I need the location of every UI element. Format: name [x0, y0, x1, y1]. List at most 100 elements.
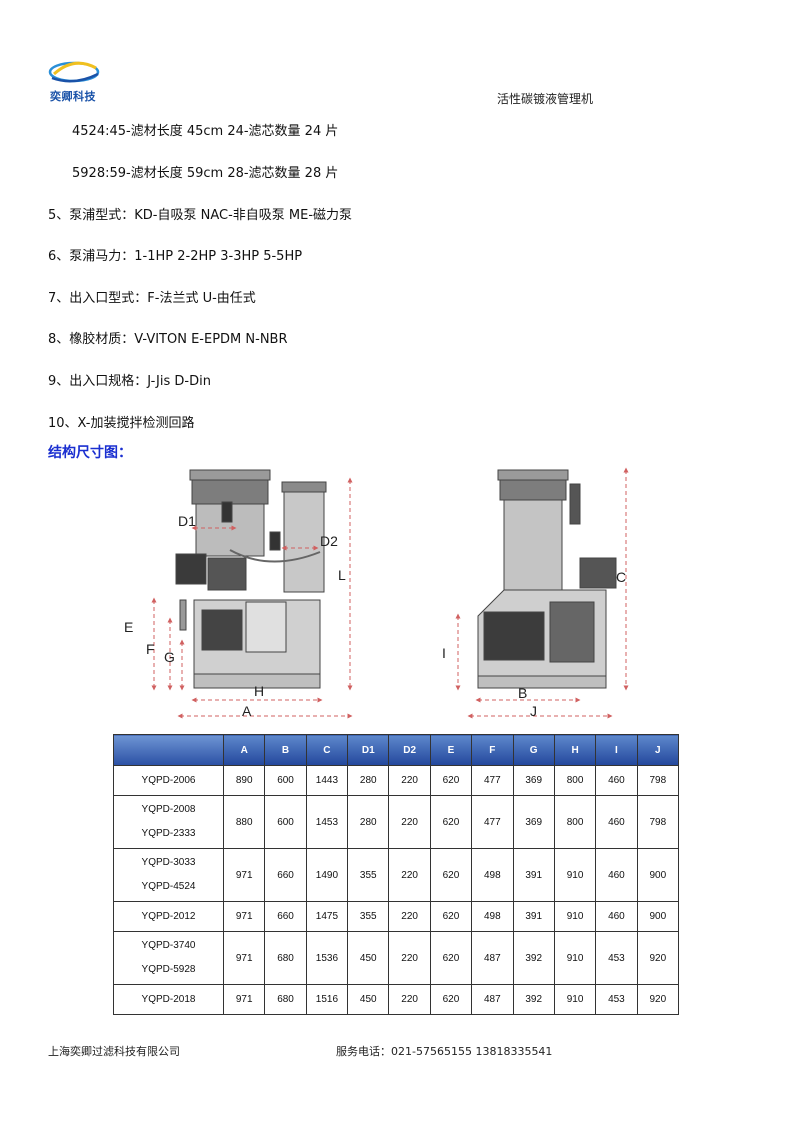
column-header-b: B	[264, 734, 307, 766]
column-header-a: A	[222, 734, 266, 766]
model-cell: YQPD-2012	[113, 901, 224, 932]
model-name: YQPD-2008	[141, 804, 196, 815]
value-cell-i: 453	[595, 984, 638, 1015]
value-cell-d1: 450	[347, 984, 390, 1015]
value-cell-e: 620	[429, 848, 473, 902]
value-cell-d1: 450	[347, 931, 390, 985]
value-cell-b: 600	[264, 795, 307, 849]
value-cell-a: 971	[222, 848, 266, 902]
value-cell-d2: 220	[388, 901, 431, 932]
value-cell-d2: 220	[388, 848, 431, 902]
dim-label-b: B	[518, 685, 527, 701]
value-cell-f: 487	[471, 931, 514, 985]
value-cell-b: 680	[264, 931, 307, 985]
value-cell-f: 487	[471, 984, 514, 1015]
value-cell-e: 620	[429, 901, 473, 932]
value-cell-h: 910	[553, 984, 597, 1015]
value-cell-e: 620	[429, 795, 473, 849]
value-cell-d1: 355	[347, 901, 390, 932]
value-cell-j: 900	[636, 848, 680, 902]
model-name: YQPD-4524	[141, 881, 196, 892]
body-line: 4524:45-滤材长度 45cm 24-滤芯数量 24 片	[72, 124, 339, 139]
footer-company: 上海奕卿过滤科技有限公司	[48, 1045, 180, 1058]
value-cell-d1: 355	[347, 848, 390, 902]
dim-label-d1: D1	[178, 513, 196, 529]
value-cell-c: 1443	[305, 765, 349, 796]
column-header-i: I	[595, 734, 638, 766]
value-cell-g: 391	[512, 848, 555, 902]
model-name: YQPD-2018	[141, 993, 196, 1005]
body-line: 5、泵浦型式：KD-自吸泵 NAC-非自吸泵 ME-磁力泵	[48, 208, 353, 223]
value-cell-h: 910	[553, 931, 597, 985]
value-cell-j: 920	[636, 931, 680, 985]
dim-label-i: I	[442, 645, 446, 661]
model-name: YQPD-3740	[141, 940, 196, 951]
value-cell-c: 1475	[305, 901, 349, 932]
structure-dimension-drawing: D1 D2 L E F G H A C I B J	[124, 467, 629, 719]
value-cell-i: 453	[595, 931, 638, 985]
value-cell-d1: 280	[347, 765, 390, 796]
dim-label-g: G	[164, 649, 175, 665]
value-cell-j: 900	[636, 901, 680, 932]
value-cell-e: 620	[429, 765, 473, 796]
column-header-c: C	[305, 734, 349, 766]
value-cell-h: 800	[553, 795, 597, 849]
model-name: YQPD-5928	[141, 964, 196, 975]
body-line: 9、出入口规格：J-Jis D-Din	[48, 374, 211, 389]
value-cell-g: 392	[512, 931, 555, 985]
value-cell-d2: 220	[388, 765, 431, 796]
column-header-d1: D1	[347, 734, 390, 766]
value-cell-i: 460	[595, 765, 638, 796]
model-cell: YQPD-2018	[113, 984, 224, 1015]
dim-label-h: H	[254, 683, 264, 699]
document-title: 活性碳镀液管理机	[497, 92, 594, 106]
body-line: 5928:59-滤材长度 59cm 28-滤芯数量 28 片	[72, 166, 339, 181]
dim-label-l: L	[338, 567, 346, 583]
value-cell-i: 460	[595, 848, 638, 902]
value-cell-a: 880	[222, 795, 266, 849]
value-cell-a: 971	[222, 931, 266, 985]
dim-label-a: A	[242, 703, 252, 719]
dim-label-c: C	[616, 569, 626, 585]
value-cell-i: 460	[595, 795, 638, 849]
value-cell-d2: 220	[388, 795, 431, 849]
value-cell-h: 910	[553, 848, 597, 902]
value-cell-f: 498	[471, 901, 514, 932]
dim-label-j: J	[530, 703, 537, 719]
column-header-j: J	[636, 734, 680, 766]
model-name: YQPD-2006	[141, 774, 196, 786]
value-cell-b: 600	[264, 765, 307, 796]
model-name: YQPD-2333	[141, 828, 196, 839]
table-corner-cell	[113, 734, 224, 766]
column-header-g: G	[512, 734, 555, 766]
value-cell-e: 620	[429, 984, 473, 1015]
value-cell-g: 369	[512, 795, 555, 849]
value-cell-j: 798	[636, 765, 680, 796]
section-title: 结构尺寸图：	[48, 445, 132, 461]
value-cell-h: 800	[553, 765, 597, 796]
column-header-d2: D2	[388, 734, 431, 766]
value-cell-g: 392	[512, 984, 555, 1015]
side-view	[477, 469, 617, 689]
value-cell-b: 660	[264, 848, 307, 902]
value-cell-j: 920	[636, 984, 680, 1015]
value-cell-g: 391	[512, 901, 555, 932]
value-cell-c: 1490	[305, 848, 349, 902]
column-header-h: H	[553, 734, 597, 766]
value-cell-a: 890	[222, 765, 266, 796]
dim-label-e: E	[124, 619, 133, 635]
column-header-e: E	[429, 734, 473, 766]
value-cell-b: 660	[264, 901, 307, 932]
value-cell-f: 498	[471, 848, 514, 902]
value-cell-f: 477	[471, 765, 514, 796]
model-name: YQPD-2012	[141, 910, 196, 922]
